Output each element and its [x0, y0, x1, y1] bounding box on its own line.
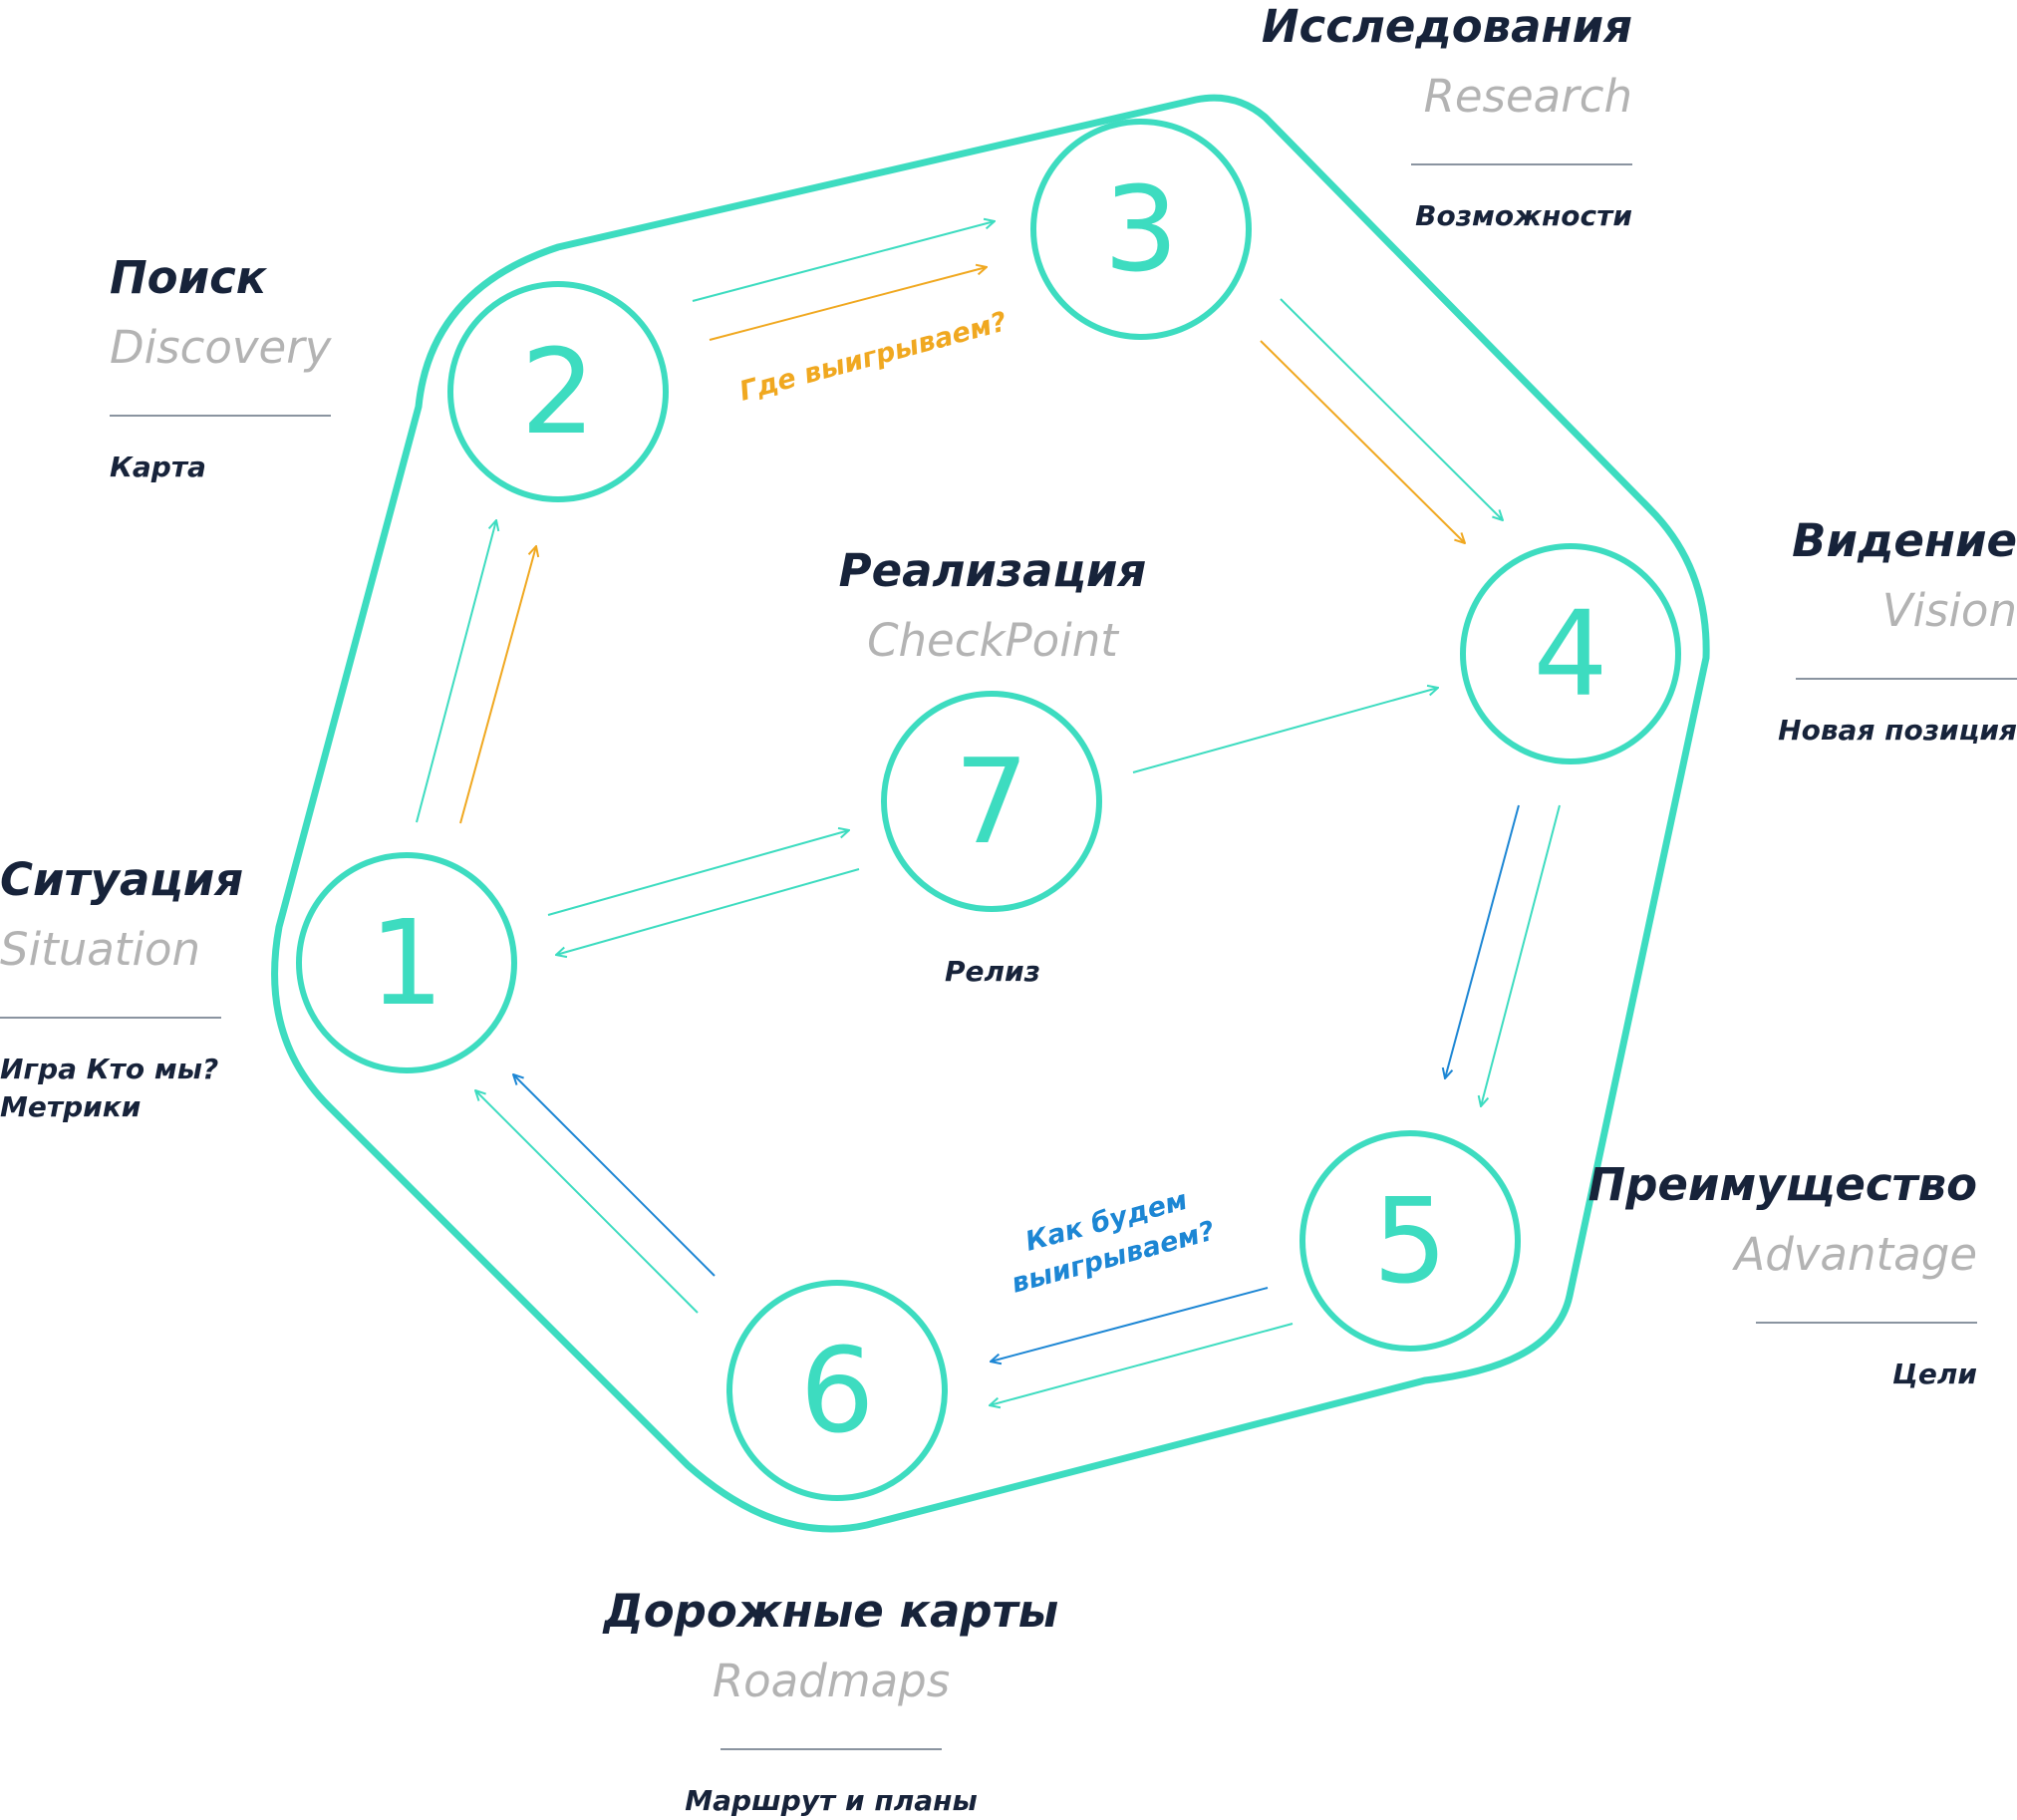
node-3-subtitle: Research: [1423, 70, 1632, 123]
node-1-subtitle: Situation: [0, 923, 201, 976]
arrow-3-to-4-orange: [1260, 340, 1465, 543]
node-2-subtitle: Discovery: [110, 321, 332, 374]
label-node-4: Видение Vision Новая позиция: [1608, 506, 2017, 750]
node-6-note: Маршрут и планы: [685, 1784, 978, 1817]
node-circle-5[interactable]: 5: [1299, 1130, 1521, 1352]
node-4-title: Видение: [1792, 514, 2017, 567]
node-circle-3[interactable]: 3: [1030, 119, 1252, 340]
label-node-7-heading: Реализация CheckPoint: [743, 536, 1242, 676]
node-number-1: 1: [369, 894, 443, 1032]
node-5-title: Преимущество: [1587, 1158, 1977, 1211]
node-circle-6[interactable]: 6: [726, 1280, 948, 1501]
arrow-7-to-4-teal: [1132, 688, 1438, 773]
node-6-title: Дорожные карты: [603, 1585, 1059, 1638]
cycle-outline: [271, 94, 1710, 1533]
arrow-4-to-5-blue: [1445, 804, 1520, 1078]
node-5-subtitle: Advantage: [1734, 1228, 1977, 1281]
label-node-1: Ситуация Situation Игра Кто мы? Метрики: [0, 845, 259, 1126]
label-node-5: Преимущество Advantage Цели: [1569, 1150, 1977, 1393]
node-4-note: Новая позиция: [1778, 714, 2017, 747]
arrow-1-to-7-teal: [547, 830, 849, 916]
node-circle-1[interactable]: 1: [296, 852, 517, 1073]
arrow-2-to-3-teal: [692, 221, 995, 302]
node-6-divider: [720, 1748, 942, 1750]
node-3-note: Возможности: [1415, 199, 1632, 232]
node-number-6: 6: [799, 1322, 874, 1459]
label-node-2: Поиск Discovery Карта: [110, 243, 369, 486]
node-3-title: Исследования: [1261, 0, 1632, 53]
arrow-5-to-6-teal: [990, 1323, 1294, 1405]
node-7-title: Реализация: [838, 544, 1147, 597]
node-5-divider: [1756, 1322, 1977, 1324]
arrow-3-to-4-teal: [1280, 298, 1503, 520]
label-node-3: Исследования Research Возможности: [1196, 0, 1632, 235]
node-7-note: Релиз: [945, 955, 1040, 988]
node-7-subtitle: CheckPoint: [867, 614, 1118, 667]
node-number-7: 7: [954, 733, 1028, 870]
node-2-divider: [110, 415, 331, 417]
node-number-5: 5: [1372, 1172, 1447, 1310]
node-1-note: Игра Кто мы? Метрики: [0, 1053, 219, 1123]
label-node-7-note: Релиз: [843, 953, 1142, 991]
node-number-2: 2: [520, 323, 595, 460]
node-6-subtitle: Roadmaps: [712, 1655, 951, 1707]
node-circle-2[interactable]: 2: [447, 281, 669, 502]
arrow-6-to-1-blue: [513, 1074, 716, 1277]
node-3-divider: [1411, 163, 1632, 165]
arrow-6-to-1-teal: [475, 1090, 699, 1314]
node-number-3: 3: [1103, 160, 1178, 298]
node-5-note: Цели: [1891, 1358, 1977, 1390]
arrow-4-to-5-teal: [1481, 804, 1561, 1106]
node-4-divider: [1796, 678, 2017, 680]
arrow-1-to-2-orange: [459, 546, 536, 824]
node-2-title: Поиск: [110, 251, 267, 304]
node-circle-7[interactable]: 7: [881, 691, 1102, 912]
node-circle-4[interactable]: 4: [1460, 543, 1681, 764]
label-node-6: Дорожные карты Roadmaps Маршрут и планы: [582, 1577, 1080, 1820]
node-1-divider: [0, 1017, 221, 1019]
arrow-7-to-1-teal: [556, 868, 860, 955]
node-1-title: Ситуация: [0, 853, 244, 906]
node-number-4: 4: [1533, 585, 1607, 723]
arrow-1-to-2-teal: [416, 520, 496, 823]
node-2-note: Карта: [110, 451, 206, 483]
node-4-subtitle: Vision: [1881, 584, 2017, 637]
arrow-2-to-3-orange: [709, 267, 987, 341]
arrow-5-to-6-blue: [991, 1287, 1269, 1362]
